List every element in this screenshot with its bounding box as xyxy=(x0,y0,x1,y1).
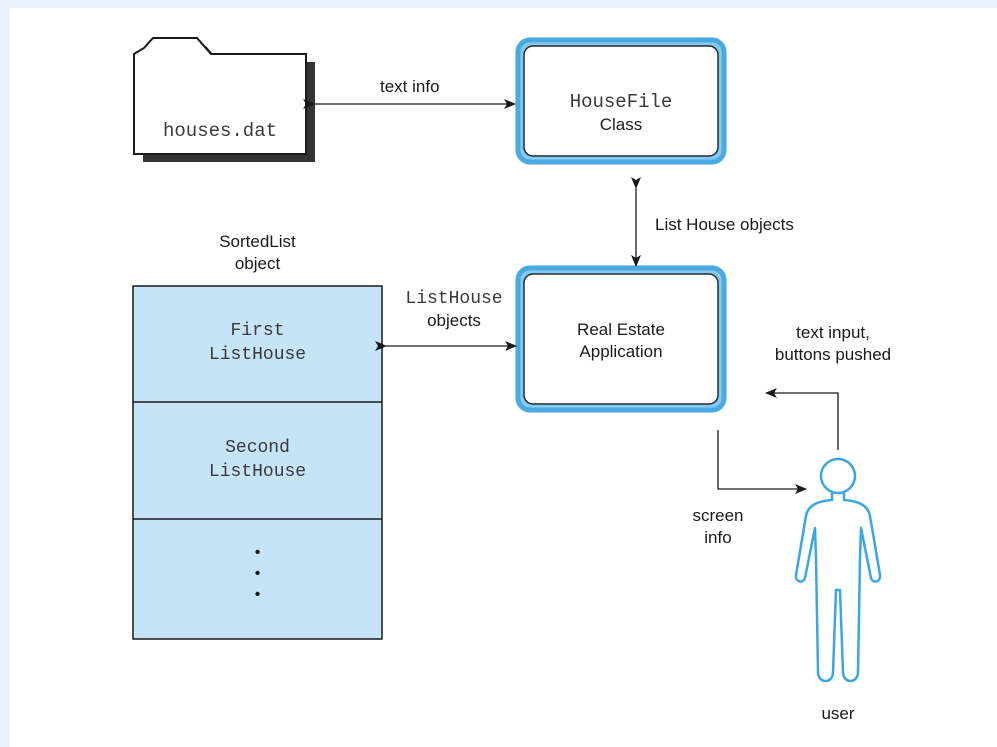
listhouse-objects-mono: ListHouse xyxy=(405,289,503,309)
list-cell-second-line2: ListHouse xyxy=(208,462,307,482)
text-input-label: text input, buttons pushed xyxy=(748,322,918,366)
user-label: user xyxy=(821,704,855,723)
list-house-objects-label: List House objects xyxy=(655,215,794,234)
screen-info-line2: info xyxy=(704,528,732,547)
list-cell-first: First ListHouse xyxy=(133,319,382,367)
screen-info-label: screen info xyxy=(678,505,758,549)
ellipsis-dot: • xyxy=(254,565,261,582)
screen-info-arrow xyxy=(717,430,807,494)
list-cell-second-line1: Second xyxy=(225,438,290,458)
housefile-label: HouseFile Class xyxy=(524,90,718,136)
application-box xyxy=(515,265,727,413)
sortedlist-box xyxy=(132,285,383,640)
application-label: Real Estate Application xyxy=(524,319,718,363)
housefile-box xyxy=(515,37,727,165)
file-name: houses.dat xyxy=(162,120,278,142)
housefile-name: HouseFile xyxy=(569,91,673,113)
text-input-arrow xyxy=(765,388,839,450)
sortedlist-title-line2: object xyxy=(234,254,281,273)
sortedlist-title: SortedList object xyxy=(133,231,382,275)
housefile-sub: Class xyxy=(599,115,643,134)
application-line1: Real Estate xyxy=(577,320,665,339)
listhouse-objects-label: ListHouse objects xyxy=(390,288,518,332)
ellipsis-dot: • xyxy=(254,544,261,561)
application-line2: Application xyxy=(579,342,663,361)
file-folder xyxy=(133,37,315,162)
text-input-line2: buttons pushed xyxy=(774,345,892,364)
sortedlist-title-line1: SortedList xyxy=(219,232,296,251)
list-cell-first-line2: ListHouse xyxy=(208,345,307,365)
text-info-label: text info xyxy=(380,77,440,96)
list-ellipsis: • • • xyxy=(133,542,382,605)
text-input-line1: text input, xyxy=(796,323,870,342)
ellipsis-dot: • xyxy=(254,586,261,603)
screen-info-line1: screen xyxy=(692,506,744,525)
list-cell-first-line1: First xyxy=(230,321,285,341)
listhouse-objects-text: objects xyxy=(427,311,481,330)
user-figure-icon xyxy=(794,457,882,683)
list-cell-second: Second ListHouse xyxy=(133,436,382,484)
